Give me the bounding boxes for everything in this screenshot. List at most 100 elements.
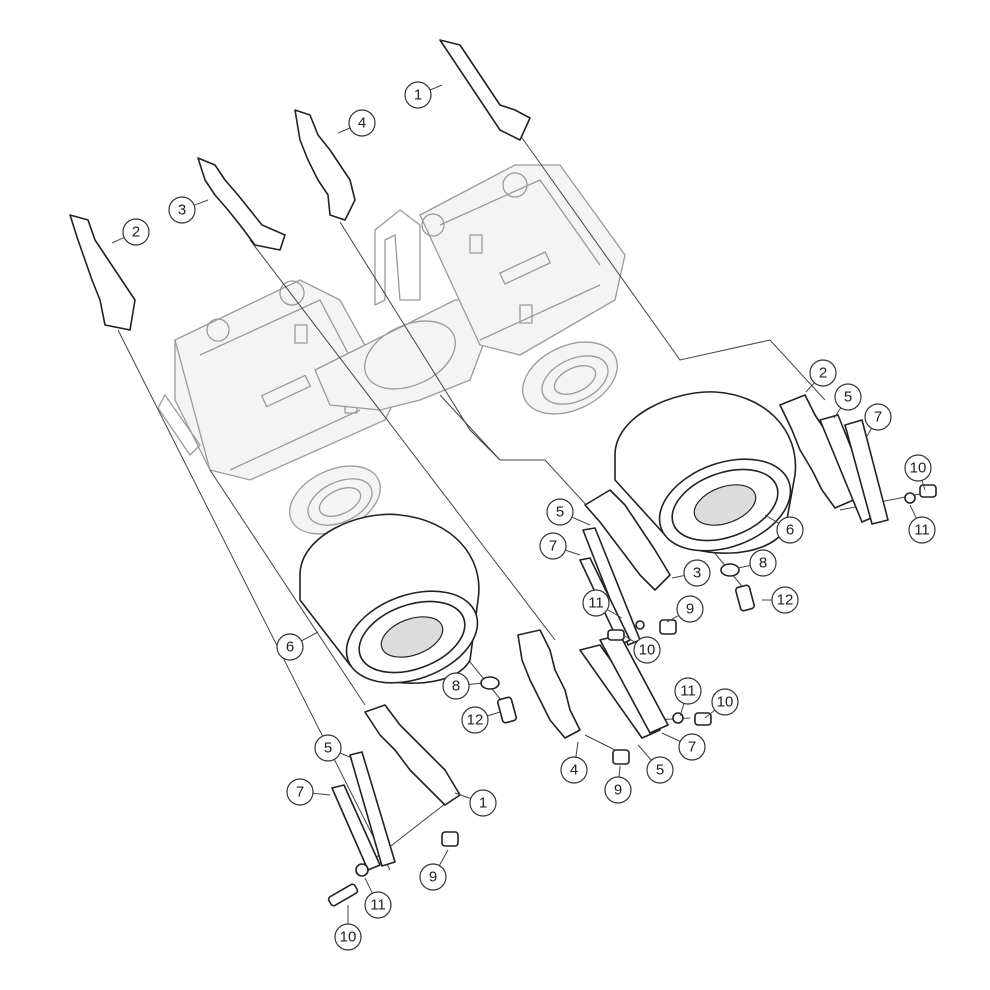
callout-bubble [676, 595, 704, 623]
callout-leader [921, 480, 926, 491]
callout-leader [624, 635, 637, 644]
callout-bubble [771, 586, 799, 614]
callout-leader [666, 614, 679, 623]
callout-c-11c: 11 [674, 677, 702, 717]
callout-c-6a: 6 [764, 514, 804, 544]
callout-bubble [582, 589, 610, 617]
callout-number: 1 [414, 87, 422, 104]
callout-c-2a: 2 [111, 218, 150, 246]
drum-6-right [614, 391, 797, 554]
callout-c-10b: 10 [624, 635, 661, 664]
callout-leader [339, 752, 353, 759]
callout-number: 4 [570, 762, 578, 779]
callout-leader [737, 565, 751, 569]
callout-c-11b: 11 [582, 589, 623, 619]
callout-leader [468, 682, 483, 686]
callout-bubble [461, 706, 489, 734]
callout-number: 10 [717, 694, 734, 711]
callout-leader [301, 631, 319, 642]
callout-leader [661, 732, 681, 742]
callout-leader [487, 711, 501, 717]
callout-bubble [904, 454, 932, 482]
callout-leader [193, 199, 209, 206]
bracket-1-top [439, 39, 531, 141]
callout-leader [865, 428, 872, 439]
callout-number: 2 [819, 365, 827, 382]
callout-number: 9 [429, 869, 437, 886]
callout-number: 10 [340, 929, 357, 946]
bracket-3-middle [584, 489, 671, 591]
callout-bubble [442, 672, 470, 700]
callout-bubble [864, 403, 892, 431]
callout-c-12a: 12 [762, 586, 799, 614]
callout-leader [764, 514, 780, 524]
callout-number: 5 [844, 389, 852, 406]
callout-c-7a: 7 [864, 403, 892, 439]
callout-number: 10 [910, 460, 927, 477]
callout-c-5c: 5 [314, 734, 353, 762]
callout-c-12b: 12 [461, 706, 501, 734]
callout-bubble [908, 516, 936, 544]
callout-number: 5 [556, 504, 564, 521]
bracket-4-bottom [517, 629, 581, 739]
callout-bubble [546, 498, 574, 526]
callout-c-5d: 5 [637, 744, 674, 784]
callout-number: 7 [549, 538, 557, 555]
callout-leader [565, 549, 581, 556]
callout-number: 11 [680, 683, 696, 700]
callout-number: 3 [693, 565, 701, 582]
callout-bubble [560, 756, 588, 784]
callout-c-7b: 7 [539, 532, 581, 560]
callout-number: 6 [286, 639, 294, 656]
callout-bubble [683, 559, 711, 587]
callout-c-3a: 3 [168, 196, 209, 224]
callout-c-7d: 7 [286, 778, 331, 806]
callout-leader [454, 792, 471, 800]
drum-6-left [299, 513, 480, 684]
callout-leader [312, 792, 331, 796]
callout-leader [364, 877, 373, 894]
callout-number: 4 [358, 115, 366, 132]
callout-leader [618, 765, 621, 778]
right-hub-ghost [522, 341, 618, 415]
callout-c-1a: 1 [404, 81, 443, 109]
callout-c-9c: 9 [419, 849, 449, 891]
callout-bubble [314, 734, 342, 762]
callout-bubble [469, 789, 497, 817]
callout-bubble [348, 109, 376, 137]
callout-leader [337, 127, 351, 134]
callout-number: 11 [588, 595, 604, 612]
callout-c-5b: 5 [546, 498, 591, 526]
callout-c-2b: 2 [805, 359, 837, 393]
callout-leader [438, 849, 449, 866]
callout-leader [671, 575, 685, 579]
callout-c-1b: 1 [454, 789, 497, 817]
callout-leader [704, 709, 716, 719]
callout-number: 7 [688, 739, 696, 756]
callout-number: 5 [656, 762, 664, 779]
callout-number: 7 [874, 409, 882, 426]
callout-bubble [749, 549, 777, 577]
callout-c-8b: 8 [442, 672, 483, 700]
right-housing-ghost [419, 164, 626, 356]
left-housing-ghost [174, 279, 396, 481]
callout-number: 11 [370, 897, 386, 914]
callout-number: 9 [686, 601, 694, 618]
callout-c-4a: 4 [337, 109, 376, 137]
bracket-3-top [197, 157, 286, 251]
callout-bubble [539, 532, 567, 560]
callout-leader [637, 744, 652, 761]
machine-frame-ghost [157, 164, 626, 535]
callout-c-3b: 3 [671, 559, 711, 587]
callout-bubble [604, 776, 632, 804]
callout-number: 3 [178, 202, 186, 219]
callout-c-10a: 10 [904, 454, 932, 491]
callout-number: 5 [324, 740, 332, 757]
callout-number: 10 [639, 642, 656, 659]
callout-c-4b: 4 [560, 741, 588, 784]
callout-bubble [122, 218, 150, 246]
bracket-4-top [294, 109, 356, 221]
callout-leader [429, 84, 443, 91]
